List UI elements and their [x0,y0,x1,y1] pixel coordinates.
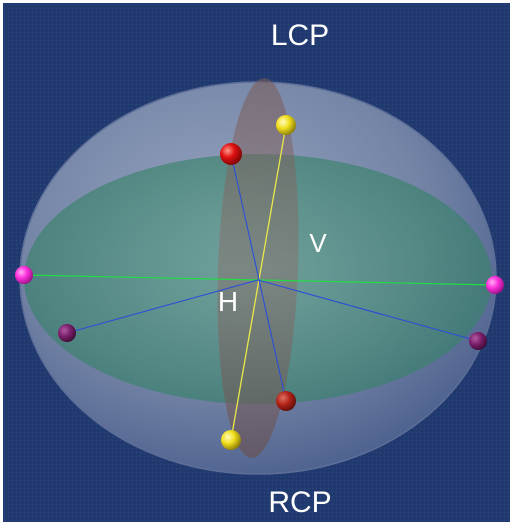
point-left-dark-magenta [58,324,76,342]
point-left-magenta [15,266,33,284]
label-rcp: RCP [268,486,331,519]
point-lower-dark-red [276,391,296,411]
blue-axis-line-2a [66,279,259,334]
point-top-yellow [276,115,296,135]
point-upper-red [220,143,242,165]
blue-axis-line-2b [257,279,479,342]
vertical-axis-line [230,124,287,441]
label-h: H [218,286,238,317]
point-bottom-yellow [221,430,241,450]
label-v: V [309,228,327,258]
point-right-magenta [486,276,504,294]
blue-axis-line-1 [230,153,287,402]
label-lcp: LCP [271,19,329,52]
point-right-dark-magenta [469,332,487,350]
